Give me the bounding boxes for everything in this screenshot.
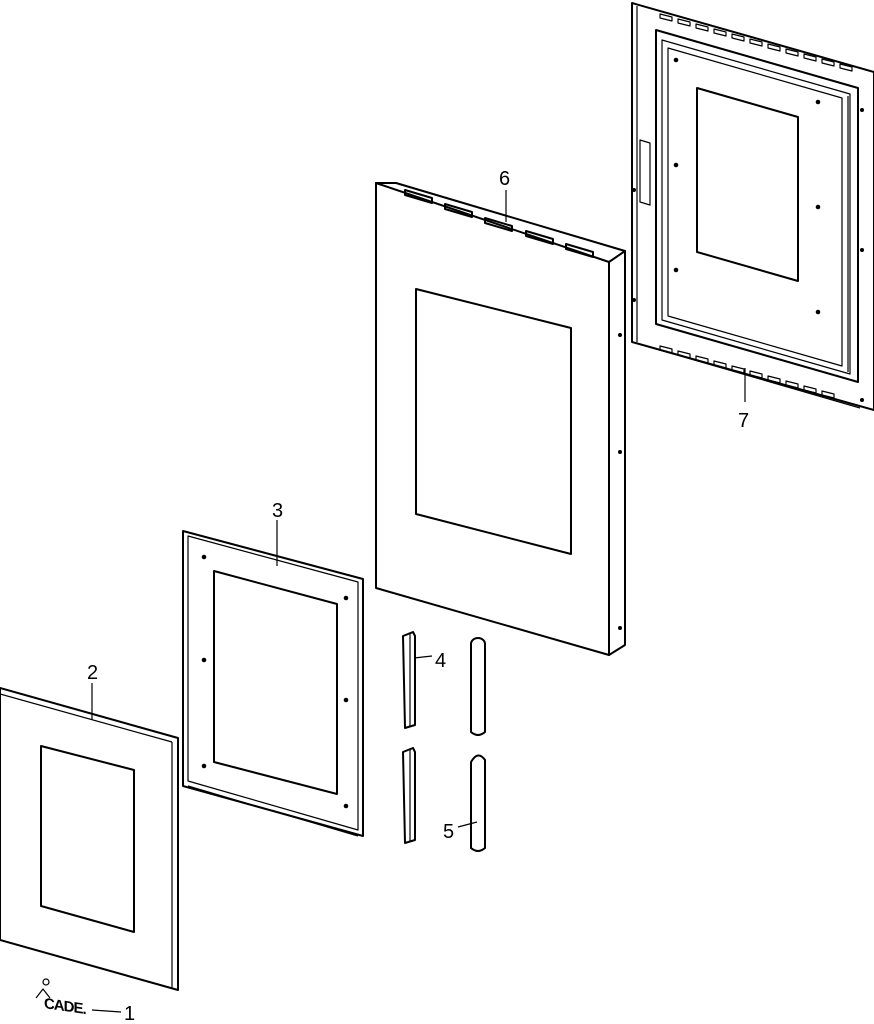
part-7-bottom-vents — [659, 345, 835, 399]
callout-5: 5 — [443, 821, 478, 843]
part-6-door-panel — [375, 182, 626, 656]
part-6-window — [415, 288, 572, 555]
part-2-front-glass — [0, 687, 179, 991]
callout-7-label: 7 — [738, 410, 749, 432]
part-5-rod-upper — [470, 637, 486, 736]
callout-4-label: 4 — [435, 650, 446, 672]
callout-2: 2 — [87, 662, 98, 720]
part-3-gasket-frame — [182, 530, 364, 837]
callout-6-label: 6 — [499, 168, 510, 190]
part-6-top-vents — [404, 189, 594, 258]
callout-5-label: 5 — [443, 821, 454, 843]
part-3-window — [213, 570, 338, 795]
part-4-trim-strip-upper — [402, 631, 416, 729]
callout-3: 3 — [272, 500, 283, 566]
callout-1-label: 1 — [124, 1003, 135, 1024]
callout-2-label: 2 — [87, 662, 98, 684]
part-7-top-vents — [659, 13, 853, 72]
callout-4: 4 — [413, 650, 446, 672]
callout-6: 6 — [499, 168, 510, 222]
part-1-logo-badge: CADE. — [35, 978, 86, 1018]
part-7-door-frame — [631, 2, 874, 411]
callout-7: 7 — [738, 368, 749, 432]
callout-1: 1 — [91, 1003, 135, 1024]
part-7-window — [696, 87, 799, 282]
part-2-window — [40, 745, 135, 933]
callout-3-label: 3 — [272, 500, 283, 522]
part-4-trim-strip-lower — [402, 747, 416, 844]
logo-text: CADE. — [44, 995, 86, 1018]
part-5-rod-lower — [470, 754, 486, 852]
